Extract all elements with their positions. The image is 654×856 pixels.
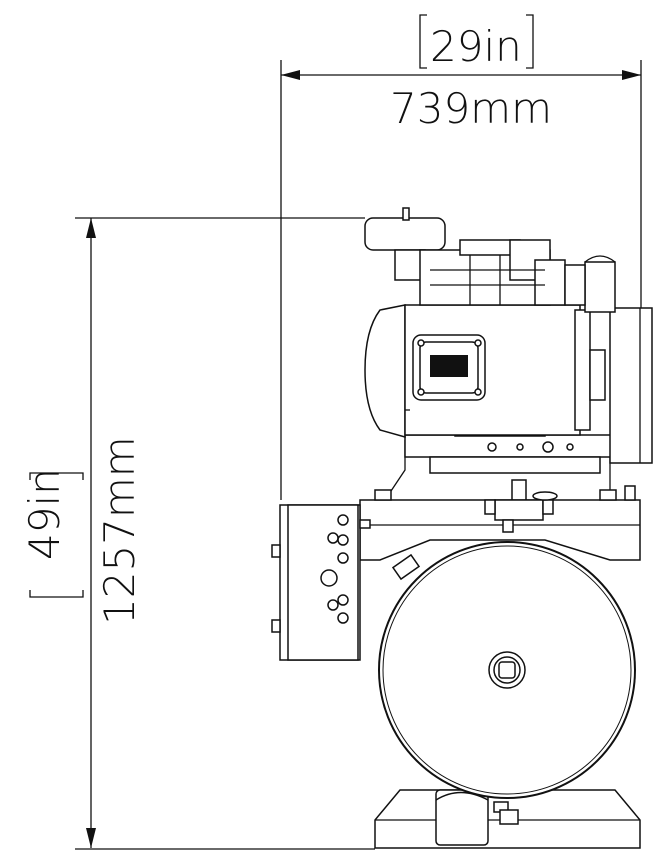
width-inches-label: 29in bbox=[430, 22, 522, 71]
air-tank bbox=[378, 541, 636, 799]
height-millimeters-label: 1257mm bbox=[95, 436, 144, 625]
tank-platform bbox=[359, 499, 641, 561]
width-dimension-line bbox=[280, 14, 642, 500]
control-box bbox=[271, 504, 421, 661]
compressor-pump bbox=[364, 207, 586, 306]
aftercooler bbox=[584, 255, 653, 464]
base-foot bbox=[374, 789, 641, 849]
height-inches-label: 49in bbox=[20, 468, 69, 560]
electric-motor bbox=[364, 304, 606, 438]
height-dimension-line bbox=[29, 217, 375, 850]
width-millimeters-label: 739mm bbox=[390, 84, 552, 133]
